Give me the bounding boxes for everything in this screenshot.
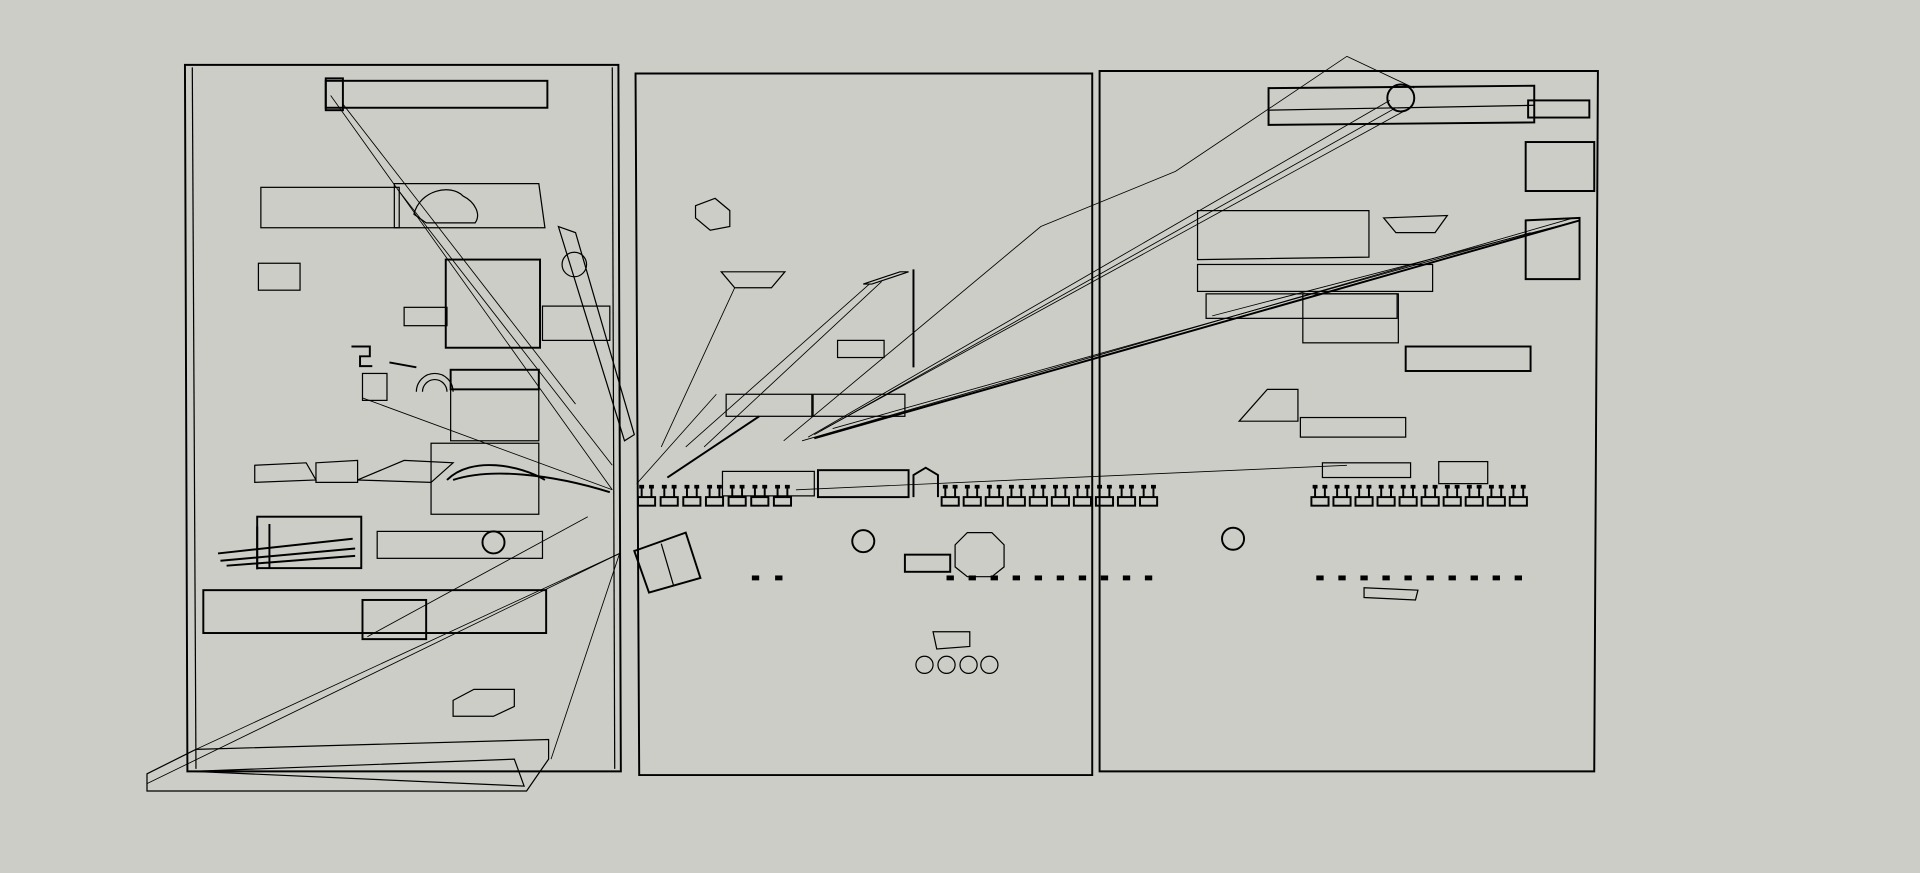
- chair[interactable]: [1028, 484, 1048, 507]
- chair[interactable]: [1094, 484, 1115, 507]
- marker: [1492, 575, 1500, 581]
- chair[interactable]: [659, 484, 679, 507]
- marker: [1100, 575, 1109, 581]
- chair[interactable]: [727, 484, 747, 507]
- chair[interactable]: [750, 484, 770, 507]
- round-stools[interactable]: [915, 655, 999, 675]
- marker-rows: [751, 575, 1523, 581]
- chair[interactable]: [1050, 484, 1070, 507]
- marker: [1144, 575, 1153, 581]
- marker: [1338, 575, 1346, 581]
- chair[interactable]: [1442, 484, 1462, 507]
- chair[interactable]: [940, 484, 960, 507]
- marker: [946, 575, 954, 581]
- right-panel-objects[interactable]: [1196, 83, 1596, 601]
- chair[interactable]: [1354, 484, 1374, 507]
- chair[interactable]: [1116, 484, 1137, 507]
- chair[interactable]: [1310, 484, 1330, 507]
- left-panel-objects[interactable]: [146, 77, 636, 792]
- construction-lines: [146, 55, 1580, 785]
- marker: [1316, 575, 1324, 581]
- chair[interactable]: [1486, 484, 1506, 507]
- marker: [1012, 575, 1020, 581]
- chair[interactable]: [1464, 484, 1484, 507]
- marker: [1034, 575, 1043, 581]
- chair[interactable]: [772, 484, 793, 507]
- marker: [1448, 575, 1456, 581]
- marker: [1470, 575, 1478, 581]
- chair[interactable]: [637, 484, 657, 507]
- marker: [1426, 575, 1434, 581]
- chair[interactable]: [704, 484, 725, 507]
- marker: [1360, 575, 1368, 581]
- chair[interactable]: [962, 484, 982, 507]
- marker: [1514, 575, 1523, 581]
- marker: [1078, 575, 1087, 581]
- chair[interactable]: [1072, 484, 1092, 507]
- chair[interactable]: [1332, 484, 1352, 507]
- chair[interactable]: [1508, 484, 1528, 507]
- marker: [1404, 575, 1412, 581]
- marker: [968, 575, 976, 581]
- chair[interactable]: [682, 484, 702, 507]
- marker: [775, 575, 783, 581]
- chair[interactable]: [1398, 484, 1418, 507]
- middle-panel-objects[interactable]: [633, 197, 1005, 650]
- chair[interactable]: [1376, 484, 1396, 507]
- chair-rows[interactable]: [637, 484, 1528, 507]
- marker: [1382, 575, 1390, 581]
- chair[interactable]: [1420, 484, 1440, 507]
- marker: [1056, 575, 1065, 581]
- marker: [990, 575, 998, 581]
- chair[interactable]: [1139, 484, 1159, 507]
- middle-panel[interactable]: [634, 72, 1094, 777]
- marker: [751, 575, 760, 581]
- marker: [1122, 575, 1131, 581]
- chair[interactable]: [1006, 484, 1026, 507]
- left-panel[interactable]: [183, 63, 622, 773]
- chair[interactable]: [984, 484, 1004, 507]
- right-panel[interactable]: [1098, 70, 1599, 773]
